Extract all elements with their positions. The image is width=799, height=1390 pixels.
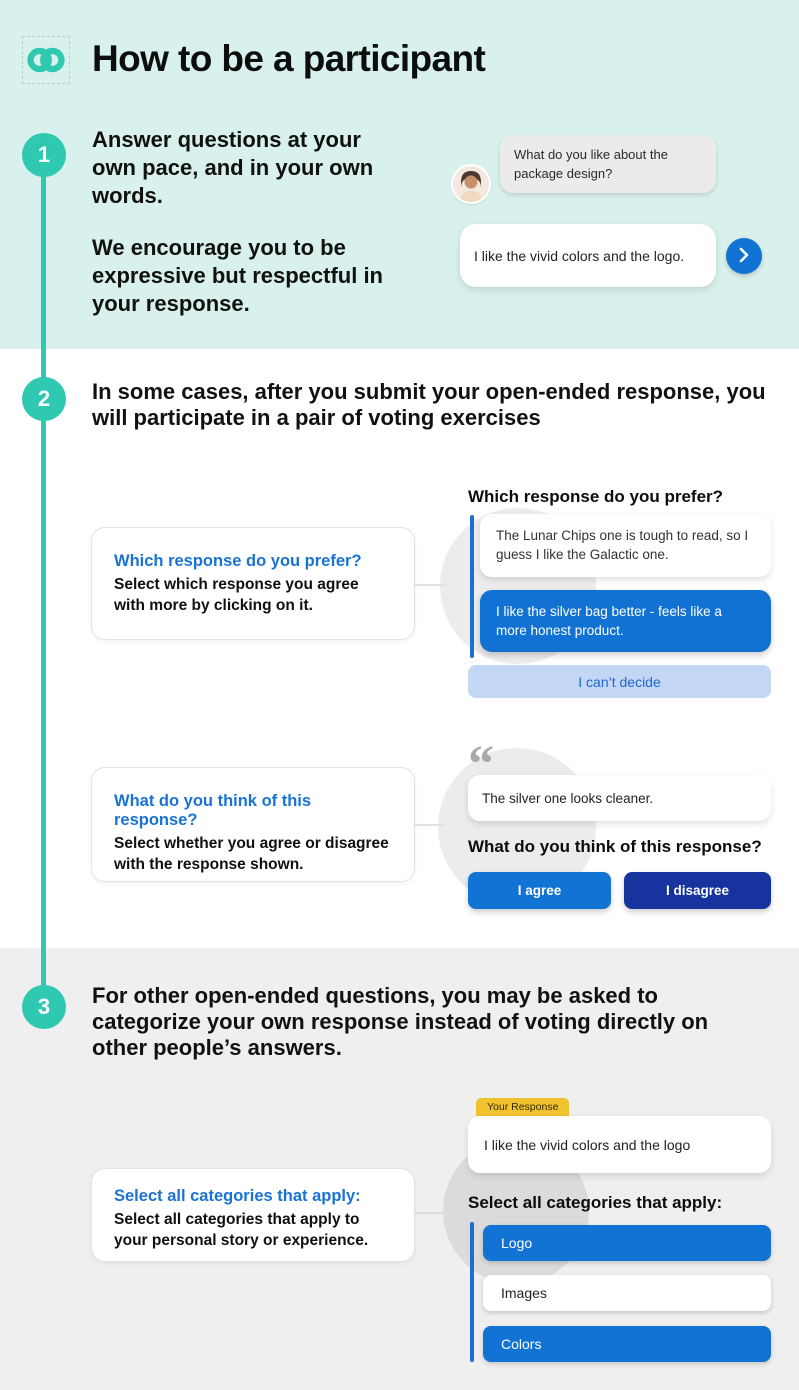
step-3-badge: 3 [22, 985, 66, 1029]
quote-icon: “ [468, 736, 494, 793]
exercise1-instruction-card: Which response do you prefer? Select whi… [91, 527, 415, 640]
exercise3-instruction-card: Select all categories that apply: Select… [91, 1168, 415, 1262]
quoted-response-card: The silver one looks cleaner. [468, 775, 771, 821]
exercise3-card-title: Select all categories that apply: [114, 1187, 361, 1205]
step3-heading: For other open-ended questions, you may … [92, 983, 709, 1060]
response-option-1[interactable]: The Lunar Chips one is tough to read, so… [480, 514, 771, 577]
connector-line [415, 584, 445, 586]
send-button[interactable] [726, 238, 762, 274]
page-title: How to be a participant [92, 38, 486, 79]
avatar [453, 166, 489, 202]
category-button-images[interactable]: Images [483, 1275, 771, 1311]
exercise3-panel-title: Select all categories that apply: [468, 1193, 723, 1212]
exercise3-card-body: Select all categories that apply to your… [114, 1211, 369, 1249]
category-button-logo[interactable]: Logo [483, 1225, 771, 1261]
step-2-badge: 2 [22, 377, 66, 421]
chat-question-bubble: What do you like about the package desig… [500, 135, 716, 193]
connector-line [415, 1212, 445, 1214]
timeline-line [41, 155, 46, 988]
infinity-logo-icon [22, 36, 70, 84]
response-option-2-selected[interactable]: I like the silver bag better - feels lik… [480, 590, 771, 652]
chevron-right-icon [736, 247, 752, 266]
agree-button[interactable]: I agree [468, 872, 611, 909]
step1-paragraph-1: Answer questions at your own pace, and i… [92, 127, 374, 208]
step-1-badge: 1 [22, 133, 66, 177]
connector-line [415, 824, 445, 826]
chat-answer-bubble: I like the vivid colors and the logo. [460, 224, 716, 287]
exercise1-card-title: Which response do you prefer? [114, 552, 362, 570]
disagree-button[interactable]: I disagree [624, 872, 771, 909]
exercise2-card-body: Select whether you agree or disagree wit… [114, 835, 389, 873]
category-button-colors[interactable]: Colors [483, 1326, 771, 1362]
exercise2-panel-title: What do you think of this response? [468, 837, 762, 856]
exercise1-card-body: Select which response you agree with mor… [114, 576, 359, 614]
your-response-tag: Your Response [476, 1098, 570, 1116]
categories-accent-line [470, 1222, 474, 1362]
exercise2-instruction-card: What do you think of this response? Sele… [91, 767, 415, 882]
step1-paragraph-2: We encourage you to be expressive but re… [92, 235, 383, 316]
cant-decide-button[interactable]: I can’t decide [468, 665, 771, 698]
exercise1-panel-title: Which response do you prefer? [468, 487, 724, 506]
step2-heading: In some cases, after you submit your ope… [92, 379, 766, 430]
options-accent-line [470, 515, 474, 658]
your-response-card: I like the vivid colors and the logo [468, 1116, 771, 1173]
exercise2-card-title: What do you think of this response? [114, 792, 312, 829]
